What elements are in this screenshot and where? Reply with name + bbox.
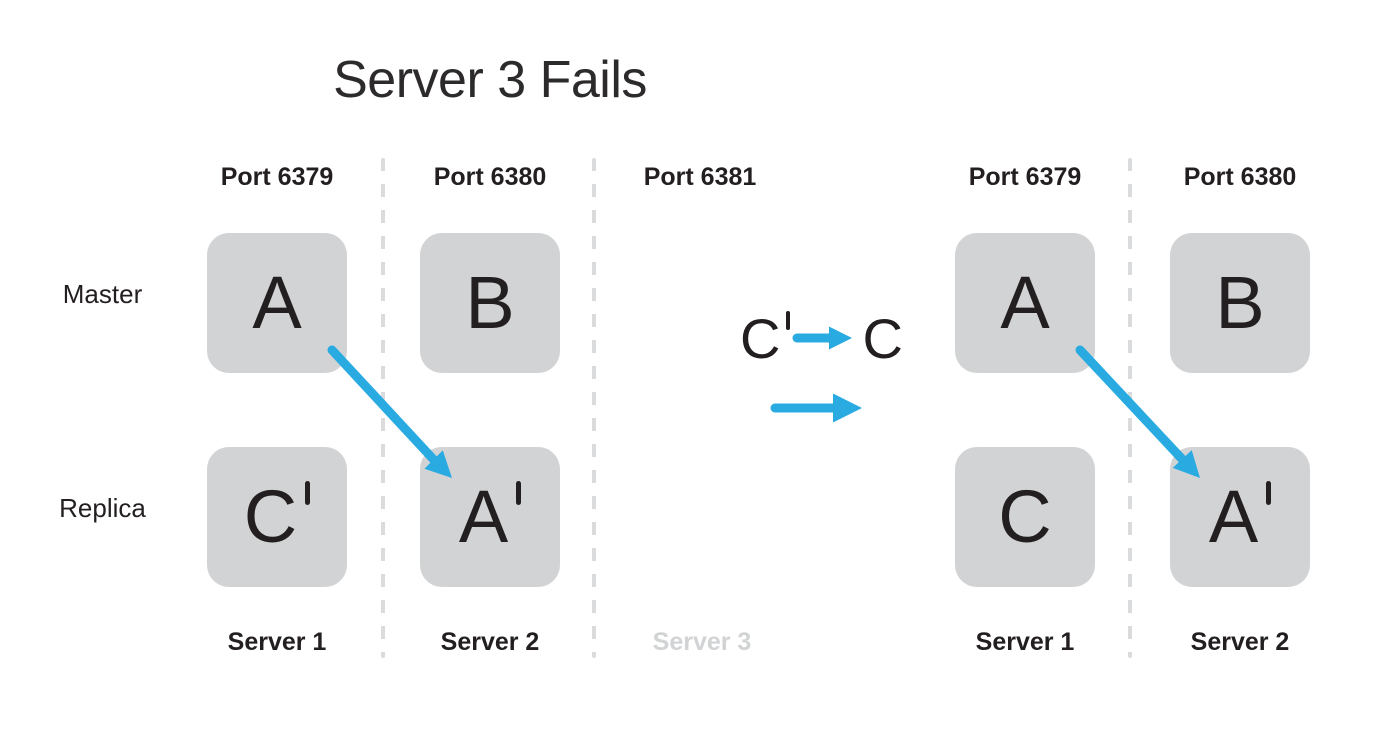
server-label-left-3-failed: Server 3 xyxy=(652,628,752,656)
diagram-title: Server 3 Fails xyxy=(333,51,647,109)
node-letter: C xyxy=(998,475,1052,558)
row-label-master: Master xyxy=(62,279,143,309)
column-divider-left-2 xyxy=(592,158,596,658)
promotion-note: C C xyxy=(740,306,903,370)
column-divider-left-1 xyxy=(381,158,385,658)
node-box-right-replica-a-prime: A xyxy=(1170,447,1310,587)
node-box-right-master-b: B xyxy=(1170,233,1310,373)
node-letter: B xyxy=(465,261,515,344)
server-label-left-1: Server 1 xyxy=(227,628,327,656)
node-box-right-replica-c: C xyxy=(955,447,1095,587)
prime-mark xyxy=(516,481,522,505)
port-label-right-6379: Port 6379 xyxy=(968,163,1082,191)
node-box-left-replica-c-prime: C xyxy=(207,447,347,587)
promotion-from-letter: C xyxy=(740,306,781,370)
node-letter: B xyxy=(1215,261,1265,344)
node-letter: C xyxy=(243,475,298,558)
node-letter: A xyxy=(1208,475,1259,558)
node-box-left-replica-a-prime: A xyxy=(420,447,560,587)
node-box-left-master-b: B xyxy=(420,233,560,373)
prime-mark xyxy=(305,481,311,505)
port-label-left-6379: Port 6379 xyxy=(220,163,334,191)
node-box-right-master-a: A xyxy=(955,233,1095,373)
promotion-note-spacer xyxy=(790,338,862,339)
server-label-right-1: Server 1 xyxy=(975,628,1075,656)
port-label-left-6380: Port 6380 xyxy=(433,163,547,191)
prime-mark xyxy=(786,310,791,330)
port-label-left-6381: Port 6381 xyxy=(643,163,757,191)
node-letter: A xyxy=(252,261,302,344)
node-box-left-master-a: A xyxy=(207,233,347,373)
node-letter: A xyxy=(1000,261,1050,344)
port-label-right-6380: Port 6380 xyxy=(1183,163,1297,191)
server-label-left-2: Server 2 xyxy=(440,628,540,656)
promotion-to-letter: C xyxy=(862,306,903,370)
server-label-right-2: Server 2 xyxy=(1190,628,1290,656)
node-letter: A xyxy=(458,475,509,558)
transition-arrow xyxy=(770,393,862,423)
row-label-replica: Replica xyxy=(59,493,146,523)
column-divider-right-1 xyxy=(1128,158,1132,658)
prime-mark xyxy=(1266,481,1272,505)
